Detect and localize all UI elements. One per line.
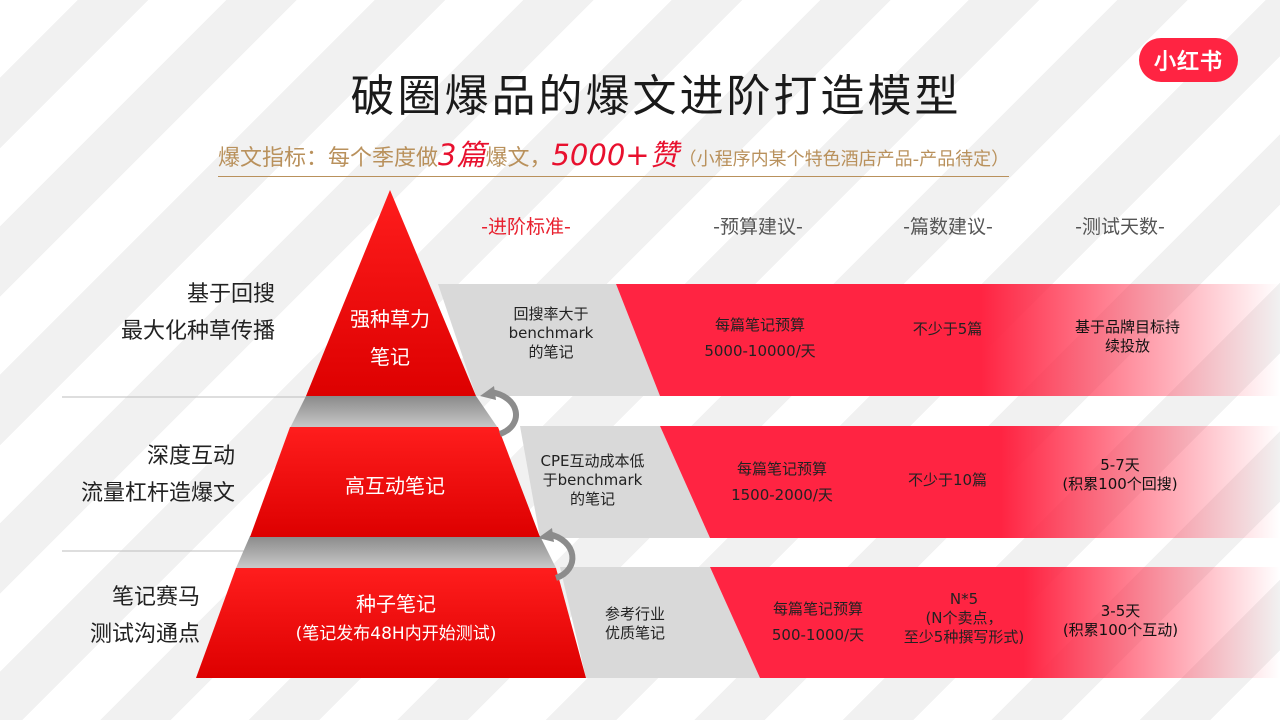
arrow-head-1 [480, 386, 496, 400]
cell-line: 续投放 [1104, 337, 1150, 355]
row2-grey-band [520, 426, 710, 538]
cell-line: 5000-10000/天 [704, 342, 816, 360]
cell-line: 优质笔记 [604, 624, 665, 642]
row3-days: 3-5天 (积累100个互动) [1048, 602, 1193, 640]
cell-line: 的笔记 [528, 343, 574, 361]
cell-line: N*5 [949, 590, 979, 608]
page-title: 破圈爆品的爆文进阶打造模型 [350, 71, 962, 122]
cell-line: CPE互动成本低 [540, 452, 645, 470]
row2-budget: 每篇笔记预算 1500-2000/天 [702, 456, 862, 508]
tier2-shadow [236, 536, 556, 568]
cell-line: 于benchmark [542, 471, 643, 489]
subtitle-note: （小程序内某个特色酒店产品-产品待定） [678, 149, 1010, 170]
cell-line: 每篇笔记预算 [772, 600, 863, 618]
row2-red-band [660, 426, 1280, 538]
row3-label-line: 测试沟通点 [89, 622, 200, 647]
row1-days: 基于品牌目标持 续投放 [1055, 318, 1200, 356]
tier-top-label: 强种草力 笔记 [330, 300, 450, 376]
row1-label: 基于回搜 最大化种草传播 [60, 276, 275, 350]
row3-label-line: 笔记赛马 [111, 585, 200, 610]
cell-line: 1500-2000/天 [731, 486, 833, 504]
tier1-shadow [290, 396, 498, 428]
tier-middle-line: 高互动笔记 [345, 474, 445, 498]
row2-days: 5-7天 (积累100个回搜) [1050, 456, 1190, 494]
row2-label: 深度互动 流量杠杆造爆文 [20, 438, 235, 512]
row3-label: 笔记赛马 测试沟通点 [0, 579, 200, 653]
row2-label-line: 深度互动 [146, 444, 235, 469]
column-header-days: -测试天数- [1075, 216, 1165, 238]
column-header-standard: -进阶标准- [481, 216, 571, 238]
row3-grey-band [560, 567, 760, 678]
cell-line: 基于品牌目标持 [1074, 318, 1180, 336]
cell-line: 5-7天 [1100, 456, 1140, 474]
arrow-curve-2 [547, 531, 576, 581]
cell-line: 参考行业 [604, 605, 665, 623]
tier-bottom-line: 种子笔记 [356, 592, 436, 616]
row1-red-band [616, 284, 1280, 396]
tier-middle [250, 427, 540, 537]
xiaohongshu-logo: 小红书 [1139, 38, 1238, 82]
cell-line: benchmark [508, 324, 594, 342]
row1-grey-band [438, 284, 660, 396]
column-header-count: -篇数建议- [903, 216, 993, 238]
arrow-curve-1 [489, 389, 519, 437]
cell-line: 每篇笔记预算 [714, 316, 805, 334]
subtitle-mid: 爆文， [485, 146, 552, 171]
tier-bottom-subline: (笔记发布48H内开始测试) [295, 624, 497, 644]
row2-count: 不少于10篇 [880, 471, 1015, 490]
row1-count: 不少于5篇 [880, 320, 1015, 339]
cell-line: 回搜率大于 [513, 305, 589, 323]
tier-top [306, 190, 476, 396]
tier-bottom [196, 568, 586, 678]
row1-standard: 回搜率大于 benchmark 的笔记 [486, 305, 616, 362]
row1-label-line: 基于回搜 [186, 282, 275, 307]
tier-middle-label: 高互动笔记 [300, 470, 490, 499]
tier-bottom-label: 种子笔记 (笔记发布48H内开始测试) [246, 588, 546, 648]
tier-top-line: 笔记 [370, 345, 410, 369]
row3-red-band [710, 567, 1280, 678]
subtitle-prefix: 爆文指标：每个季度做 [218, 146, 439, 171]
subtitle: 爆文指标：每个季度做3篇爆文，5000+赞（小程序内某个特色酒店产品-产品待定） [218, 132, 1010, 177]
row3-budget: 每篇笔记预算 500-1000/天 [738, 596, 898, 648]
cell-line: 不少于10篇 [907, 471, 988, 489]
cell-line: (积累100个互动) [1062, 621, 1179, 639]
row1-label-line: 最大化种草传播 [120, 319, 275, 344]
cell-line: (N个卖点， [925, 609, 1003, 627]
cell-line: 500-1000/天 [771, 626, 865, 644]
subtitle-count: 3篇 [438, 138, 486, 172]
cell-line: (积累100个回搜) [1062, 475, 1178, 493]
column-header-budget: -预算建议- [713, 216, 803, 238]
row1-budget: 每篇笔记预算 5000-10000/天 [680, 312, 840, 364]
row3-count: N*5 (N个卖点， 至少5种撰写形式) [890, 590, 1038, 647]
tier-top-line: 强种草力 [350, 307, 430, 331]
subtitle-likes: 5000+赞 [551, 138, 679, 172]
cell-line: 每篇笔记预算 [736, 460, 827, 478]
cell-line: 3-5天 [1100, 602, 1141, 620]
row2-label-line: 流量杠杆造爆文 [80, 481, 235, 506]
cell-line: 至少5种撰写形式) [903, 628, 1025, 646]
cell-line: 不少于5篇 [912, 320, 983, 338]
cell-line: 的笔记 [569, 490, 615, 508]
arrow-head-2 [538, 528, 554, 542]
row3-standard: 参考行业 优质笔记 [570, 605, 700, 643]
row2-standard: CPE互动成本低 于benchmark 的笔记 [525, 452, 660, 509]
